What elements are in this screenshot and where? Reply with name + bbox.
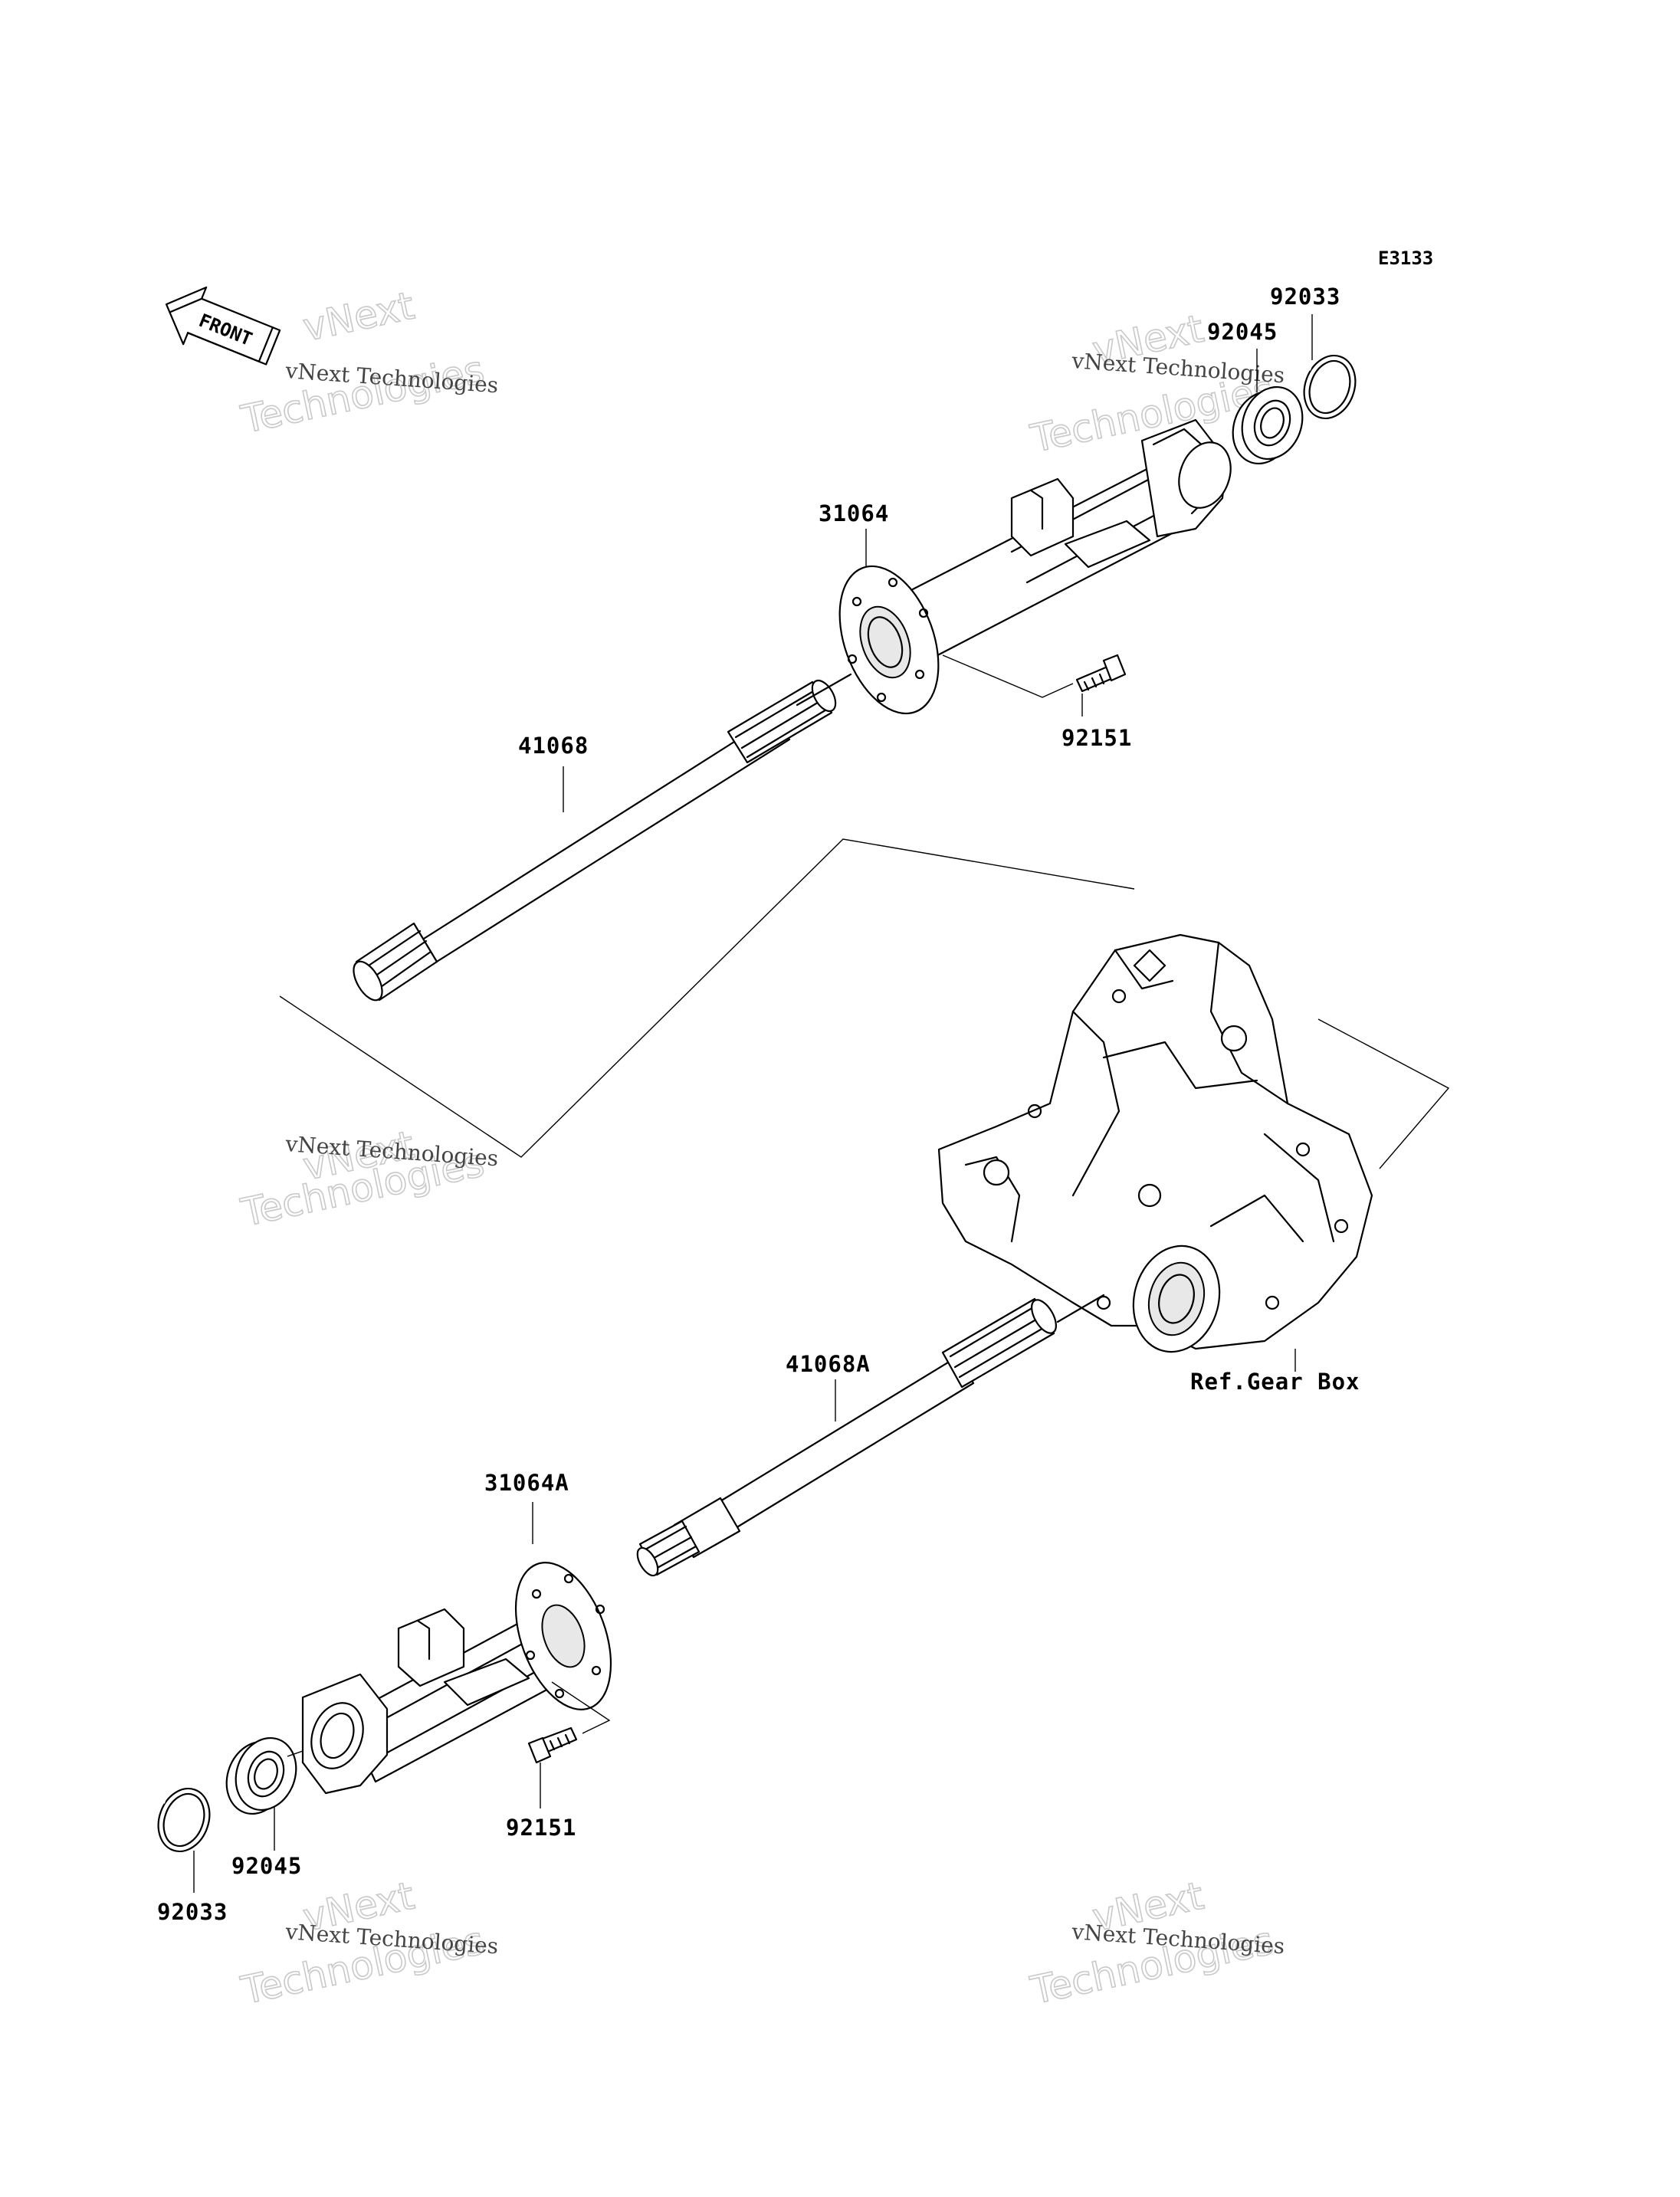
gear-box-icon [937,933,1373,1353]
drive-shaft-bottom-icon [636,1294,1105,1577]
label-ref-gear-box: Ref.Gear Box [1190,1369,1360,1395]
bearing-bottom-icon [225,1736,297,1815]
label-41068A: 41068A [786,1351,871,1377]
label-92151-top: 92151 [1061,725,1132,751]
leader-box-top [279,838,1135,1158]
label-92151-bottom: 92151 [506,1815,576,1841]
label-92045-bottom: 92045 [231,1853,302,1879]
diagram-code: E3133 [1378,248,1433,269]
label-31064: 31064 [819,500,889,526]
label-92033-top: 92033 [1270,284,1340,310]
watermark-bottom-right: vNext Technologies vNext Technologies [1026,1873,1286,2014]
svg-text:FRONT: FRONT [196,310,255,350]
bolt-bottom-icon [527,1726,578,1764]
watermark-top-left: vNext Technologies vNext Technologies [237,283,500,443]
label-31064A: 31064A [484,1470,569,1496]
leader-bearing-housing-bottom [287,1750,304,1757]
leader-gearbox-right [1317,1018,1450,1169]
axle-housing-top-icon [838,418,1232,715]
leader-92151-top [942,654,1074,698]
label-41068: 41068 [518,733,589,759]
circlip-top-icon [1300,351,1357,420]
bearing-top-icon [1232,385,1304,465]
svg-text:vNext: vNext [299,284,418,350]
watermark-bottom-left: vNext Technologies vNext Technologies [237,1873,500,2014]
leader-92151-bottom [551,1681,611,1734]
bolt-top-icon [1075,654,1127,693]
label-92045-top: 92045 [1207,319,1278,345]
watermark-middle-left: vNext Technologies vNext Technologies [237,1122,500,1236]
front-arrow-icon: FRONT [165,286,281,366]
drive-shaft-top-icon [353,673,852,1002]
label-92033-bottom: 92033 [157,1899,228,1925]
axle-housing-bottom-icon [301,1562,612,1795]
circlip-bottom-icon [154,1784,211,1853]
